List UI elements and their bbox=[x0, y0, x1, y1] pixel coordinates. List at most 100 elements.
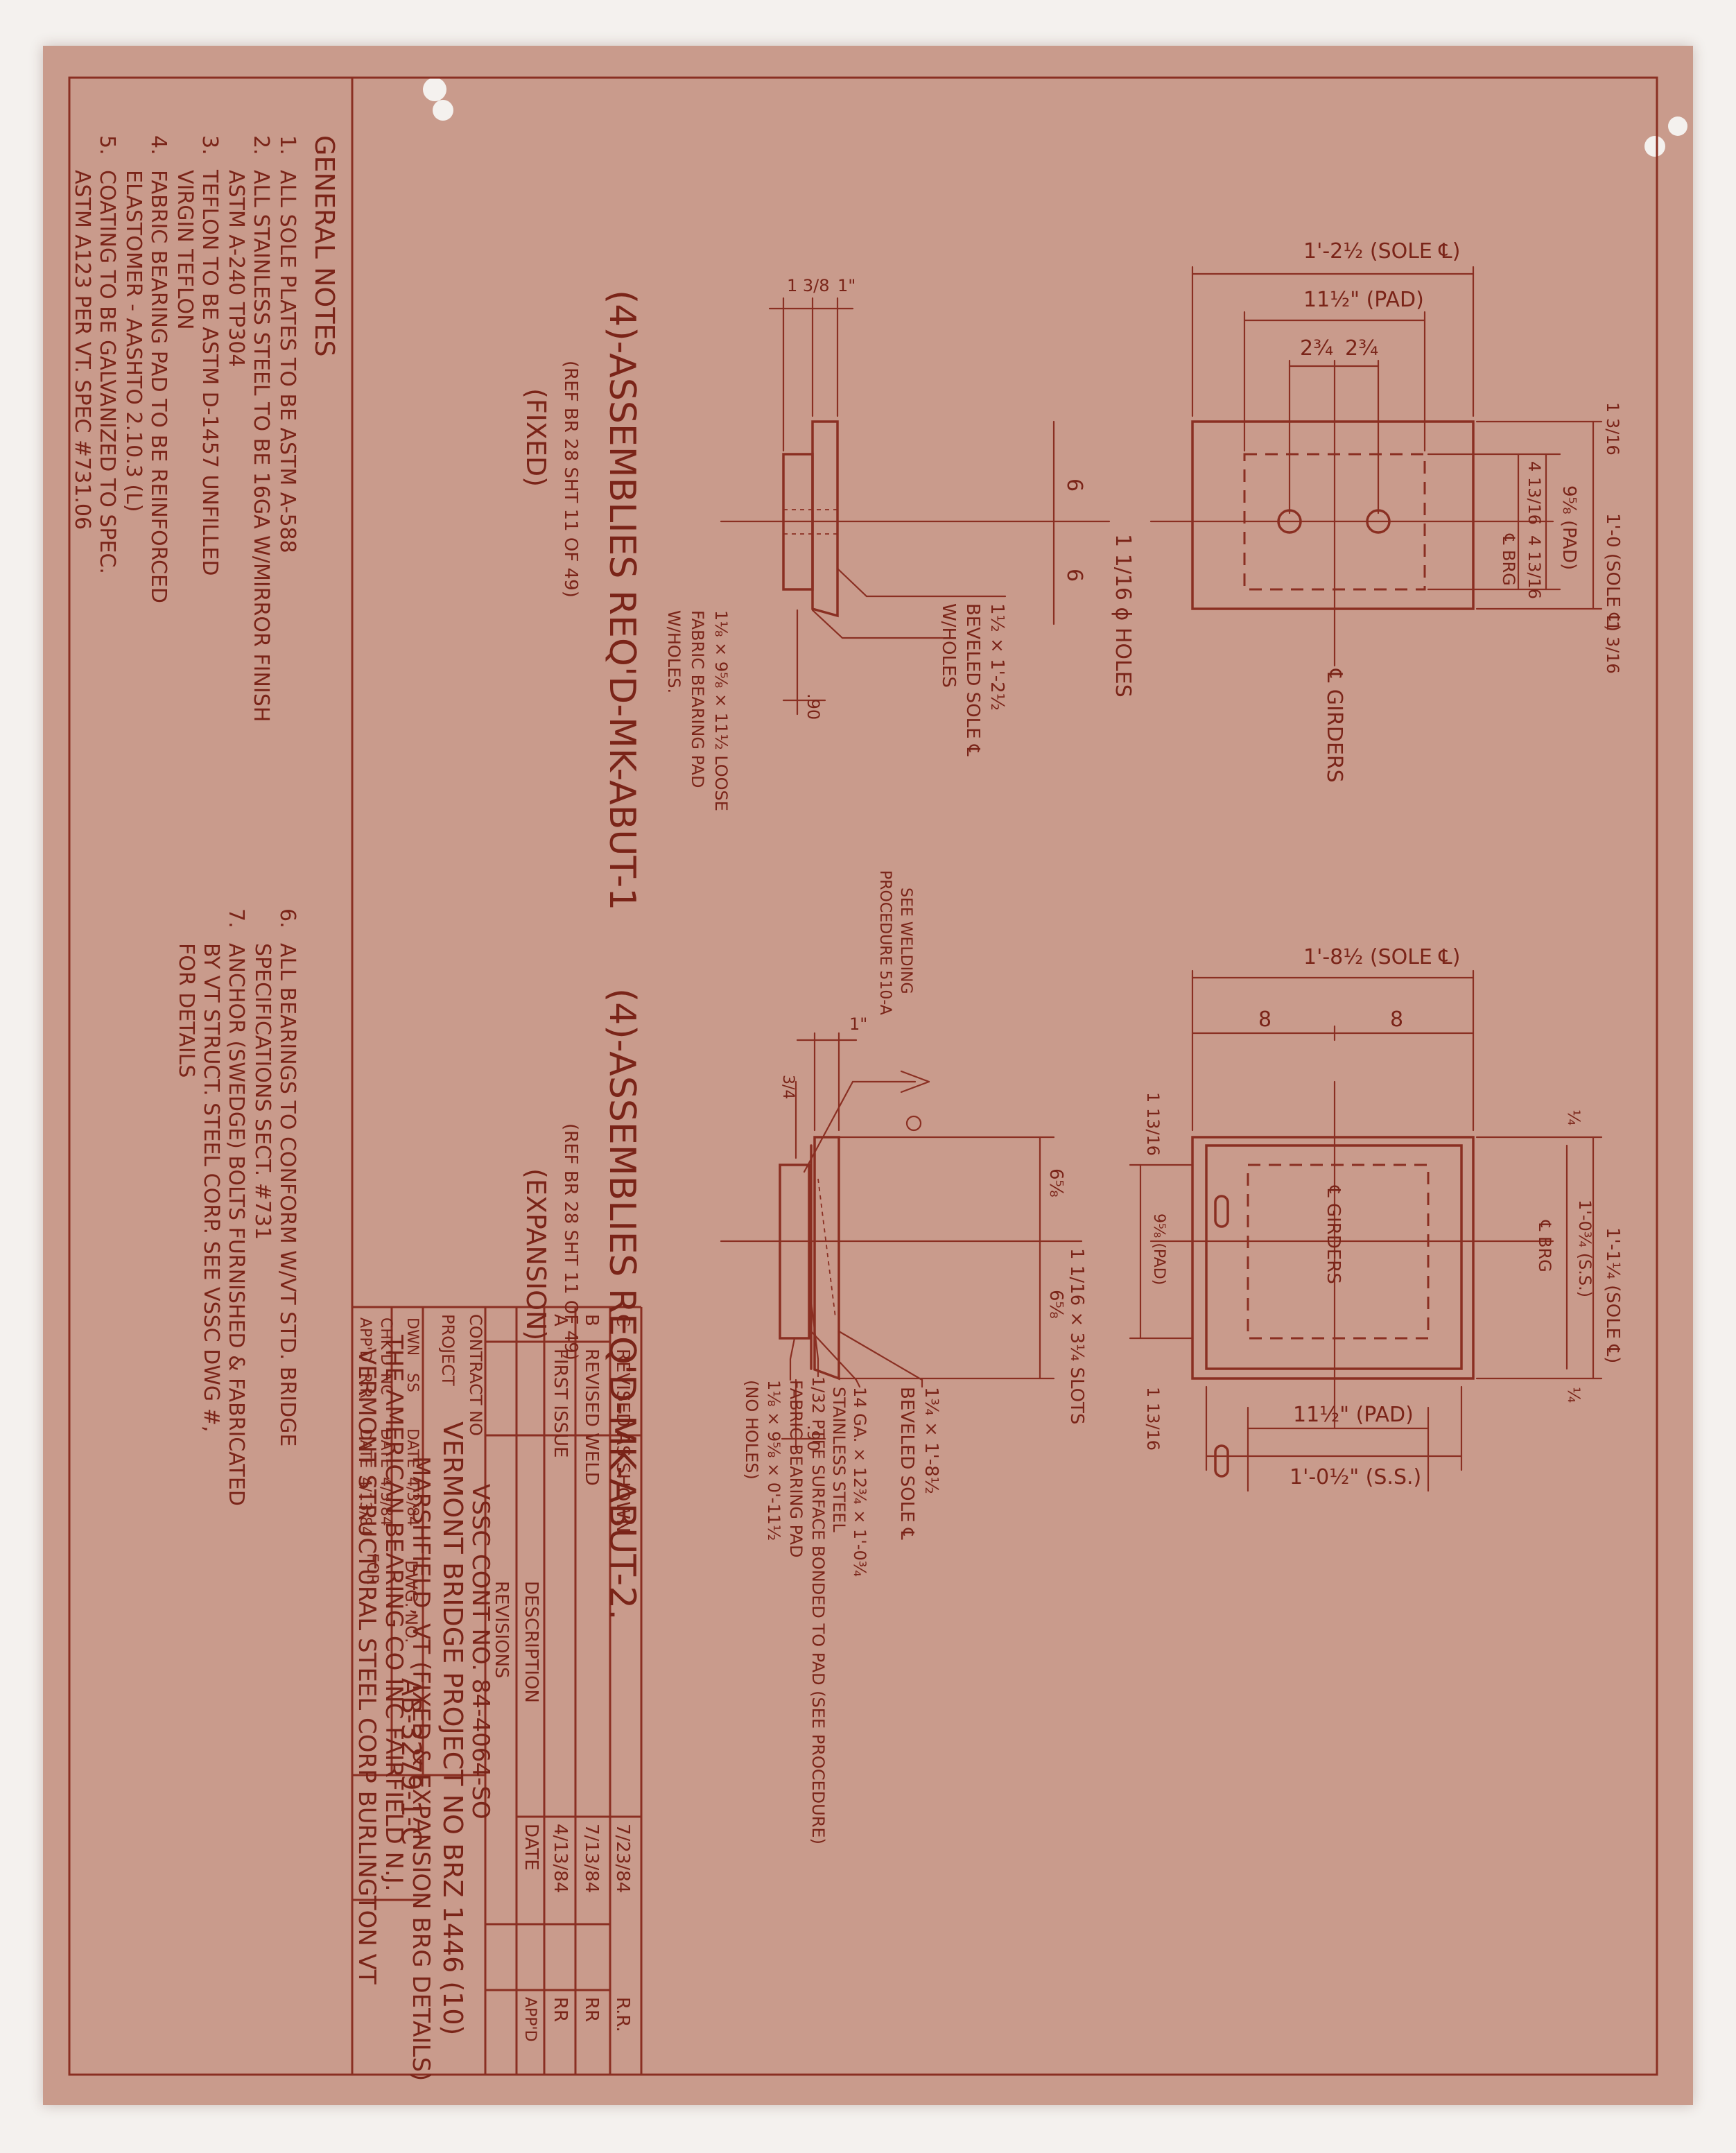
note-4-num: 4. bbox=[146, 135, 171, 155]
sheet-border bbox=[68, 76, 1658, 2076]
fixed-pad-callout-2: FABRIC BEARING PAD bbox=[688, 610, 707, 788]
note-7-num: 7. bbox=[224, 908, 248, 928]
punch-hole bbox=[1644, 136, 1665, 157]
chkd-date: 4/3/84 bbox=[377, 1477, 394, 1526]
rev-c-letter: C bbox=[612, 1314, 633, 1326]
punch-hole bbox=[433, 100, 453, 121]
expansion-pad-width: 9⅝ (PAD) bbox=[1150, 1213, 1168, 1285]
expansion-edge-top: 1 13/16 bbox=[1143, 1092, 1163, 1156]
dwn-date-label: DATE bbox=[403, 1428, 421, 1468]
expansion-edge-bottom: 1 13/16 bbox=[1143, 1387, 1163, 1451]
expansion-ptfe-callout: 1/32 PTFE SURFACE BONDED TO PAD (SEE PRO… bbox=[808, 1376, 828, 1844]
fixed-sole-callout-1: 1½ × 1'-2½ bbox=[987, 603, 1007, 711]
project-block: CONTRACT NO VSSC CONT NO. 84-4064-SO PRO… bbox=[353, 1314, 494, 2081]
fixed-pad-thickness: 1" bbox=[837, 276, 856, 295]
fixed-pad-width: 9⅝ (PAD) bbox=[1559, 485, 1579, 570]
expansion-pad-length: 11½" (PAD) bbox=[1293, 1403, 1414, 1427]
expansion-sole-elevation bbox=[813, 1136, 840, 1381]
fixed-sole-plate bbox=[1191, 420, 1475, 610]
fixed-half-a: 6 bbox=[1062, 478, 1086, 492]
note-6-line-2: SPECIFICATIONS SECT. #731 bbox=[250, 943, 275, 1240]
note-7-line-3: FOR DETAILS bbox=[174, 943, 198, 1078]
note-1-line: ALL SOLE PLATES TO BE ASTM A-588 bbox=[275, 170, 300, 553]
chkd-date-label: DATE bbox=[377, 1428, 394, 1468]
note-5-line-2: ASTM A123 PER VT. SPEC #731.06 bbox=[70, 170, 94, 530]
fixed-small-dim: .90 bbox=[804, 693, 823, 720]
weld-note-1: SEE WELDING bbox=[897, 888, 914, 994]
expansion-ss-callout-1: 14 GA. × 12¾ × 1'-0¾ bbox=[850, 1387, 869, 1577]
fixed-hole-spacing-a: 2¾ bbox=[1300, 336, 1333, 361]
note-1-num: 1. bbox=[275, 135, 300, 155]
expansion-brg-cl: ℄ BRG bbox=[1535, 1220, 1554, 1272]
expansion-half-d: 6⅝ bbox=[1045, 1290, 1066, 1319]
expansion-small-dim: .90 bbox=[804, 1425, 823, 1451]
fixed-assembly-type: (FIXED) bbox=[521, 388, 551, 487]
expansion-small-top: ¼ bbox=[1564, 1109, 1583, 1125]
punch-hole bbox=[423, 78, 446, 101]
note-3-num: 3. bbox=[198, 135, 222, 155]
project-label: PROJECT bbox=[438, 1314, 458, 1386]
expansion-slot bbox=[1214, 1444, 1229, 1478]
fixed-edge-top: 1 3/16 bbox=[1603, 402, 1622, 456]
note-5-line-1: COATING TO BE GALVANIZED TO SPEC. bbox=[95, 170, 119, 574]
fixed-pad-callout-1: 1⅛ × 9⅝ × 11½ LOOSE bbox=[711, 610, 731, 811]
note-5-num: 5. bbox=[95, 135, 119, 155]
project-line-2: MARSHFIELD, VT (FIXED & EXPANSION BRG DE… bbox=[407, 1456, 435, 2081]
expansion-pad-thickness: 1" bbox=[849, 1014, 867, 1034]
fixed-pad-length: 11½" (PAD) bbox=[1303, 288, 1424, 312]
expansion-sole-callout-1: 1¾ × 1'-8½ bbox=[921, 1387, 941, 1494]
title-block bbox=[352, 1306, 643, 2075]
general-notes-list: GENERAL NOTES 1. ALL SOLE PLATES TO BE A… bbox=[70, 135, 340, 1506]
contract-value: VSSC CONT NO. 84-4064-SO bbox=[467, 1484, 494, 1819]
note-3-line-1: TEFLON TO BE ASTM D-1457 UNFILLED bbox=[198, 169, 222, 576]
drawing-sheet bbox=[43, 46, 1693, 2105]
fixed-side-view: 1 3/8 1" 6 6 .90 1½ × 1'-2½ BEVELED SOLE… bbox=[664, 276, 1111, 811]
company-line-2: VERMONT STRUCTURAL STEEL CORP BURLINGTON… bbox=[353, 1349, 381, 1985]
expansion-girders-cl: ℄ GIRDERS bbox=[1323, 1185, 1344, 1284]
rev-a-letter: A bbox=[550, 1314, 571, 1326]
rev-b-desc: REVISED WELD bbox=[581, 1349, 602, 1486]
fixed-girders-cl: ℄ GIRDERS bbox=[1322, 668, 1346, 783]
expansion-ss-width: 1'-0¾ (S.S.) bbox=[1575, 1200, 1595, 1297]
fixed-half-b: 6 bbox=[1062, 569, 1086, 582]
rev-c-date: 7/23/84 bbox=[612, 1824, 633, 1893]
punch-hole bbox=[1668, 116, 1687, 136]
expansion-side-view: 1" 3/4 6⅝ 6⅝ .90 SEE WELDING PROCEDURE 5… bbox=[720, 870, 1083, 1844]
expansion-sole-callout-2: BEVELED SOLE ℄ bbox=[896, 1387, 917, 1540]
rev-a-date: 4/13/84 bbox=[550, 1824, 571, 1893]
expansion-pad-callout-2: 1⅛ × 9⅝ × 0'-11½ bbox=[764, 1380, 783, 1541]
rev-a-appd: RR bbox=[550, 1997, 571, 2022]
rev-b-date: 7/13/84 bbox=[581, 1824, 602, 1893]
expansion-pad-callout-1: FABRIC BEARING PAD bbox=[786, 1380, 806, 1557]
note-7-line-2: BY VT STRUCT. STEEL CORP. SEE VSSC DWG #… bbox=[199, 943, 223, 1432]
chkd-by: NC bbox=[377, 1373, 394, 1395]
fixed-sole-thickness: 1 3/8 bbox=[787, 276, 830, 295]
expansion-plan-view: 1'-8½ (SOLE ℄) 8 8 11½" (PAD) 1'-0½" (S.… bbox=[1066, 945, 1623, 1492]
dwn-date: 4/3/84 bbox=[403, 1477, 421, 1526]
contract-label: CONTRACT NO bbox=[466, 1314, 485, 1436]
general-notes-title: GENERAL NOTES bbox=[309, 135, 340, 357]
project-line-1: VERMONT BRIDGE PROJECT NO BRZ 1446 (10) bbox=[437, 1421, 468, 2035]
fixed-brg-a: 4 13/16 bbox=[1525, 461, 1544, 525]
note-7-line-1: ANCHOR (SWEDGE) BOLTS FURNISHED & FABRIC… bbox=[224, 943, 248, 1506]
note-2-line-1: ALL STAINLESS STEEL TO BE 16GA W/MIRROR … bbox=[249, 170, 273, 722]
rev-head-date: DATE bbox=[521, 1824, 541, 1871]
fixed-edge-bottom: 1 3/16 bbox=[1603, 621, 1622, 674]
fixed-sole-callout-3: W/HOLES bbox=[938, 603, 959, 688]
expansion-title: (4)-ASSEMBLIES REQ'D-MK-ABUT-2. (REF BR … bbox=[521, 988, 643, 1620]
dwn-by: SS bbox=[403, 1373, 421, 1392]
company-line-1: THE AMERICAN BEARING CO INC FAIRFIELD N.… bbox=[380, 1334, 408, 1892]
dwg-number: AB-3279-1-C bbox=[396, 1678, 426, 1845]
expansion-assembly-ref: (REF BR 28 SHT 11 OF 49) bbox=[560, 1123, 581, 1360]
weld-note-2: PROCEDURE 510-A bbox=[876, 870, 894, 1015]
expansion-slot bbox=[1214, 1195, 1229, 1228]
expansion-sole-width: 1'-1¼ (SOLE ℄) bbox=[1602, 1227, 1623, 1363]
dwg-label: DWG. NO. bbox=[401, 1560, 421, 1643]
fixed-plan-view: 1'-2½ (SOLE ℄) 11½" (PAD) 2¾ 2¾ 1'-0 (SO… bbox=[1111, 239, 1623, 783]
fixed-sole-length: 1'-2½ (SOLE ℄) bbox=[1303, 239, 1460, 263]
note-2-line-2: ASTM A-240 TP304 bbox=[224, 170, 248, 367]
expansion-ss-length: 1'-0½" (S.S.) bbox=[1290, 1465, 1421, 1489]
fixed-sole-elevation bbox=[811, 420, 839, 618]
company-for: FOR bbox=[363, 1553, 381, 1584]
